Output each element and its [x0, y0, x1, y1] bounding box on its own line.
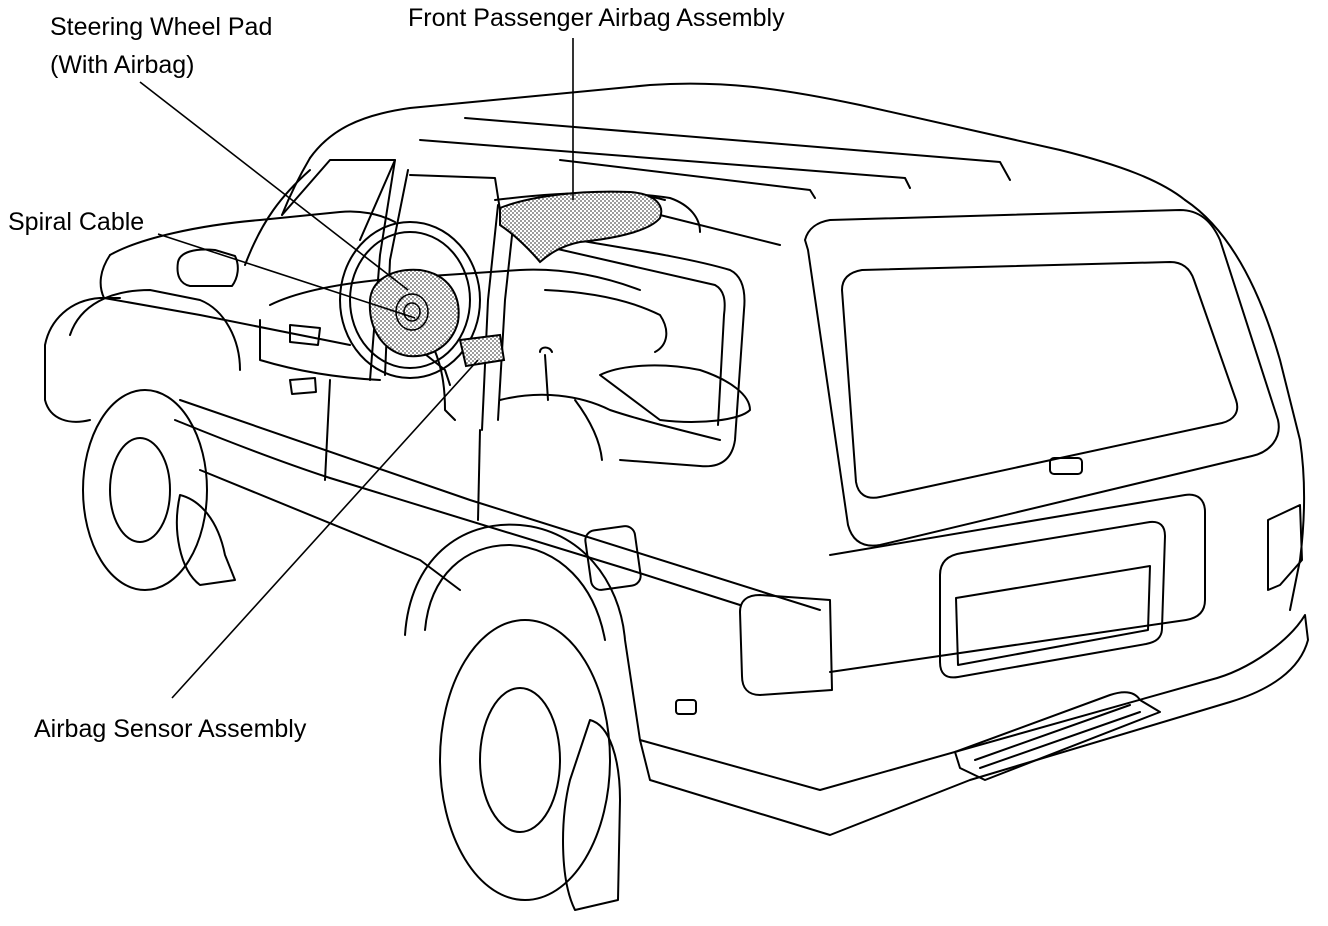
tail-light-right [1267, 504, 1303, 591]
label-airbag-sensor: Airbag Sensor Assembly [34, 715, 307, 743]
label-steering-wheel-pad: Steering Wheel Pad [50, 13, 273, 41]
rear-fender-flare [424, 544, 606, 641]
seat [599, 364, 751, 423]
steering-wheel [339, 221, 481, 379]
floor-console [499, 393, 721, 441]
side-marker [675, 699, 697, 715]
rear-wheel [439, 619, 611, 901]
rear-wheel-arch [404, 523, 641, 741]
license-plate-recess [939, 520, 1166, 679]
label-front-passenger-airbag: Front Passenger Airbag Assembly [408, 4, 785, 32]
door-opening-inner [539, 244, 726, 426]
hood [109, 210, 396, 256]
side-molding [174, 419, 741, 606]
front-wheel-rim [109, 437, 171, 543]
steering-wheel-inner [349, 231, 471, 369]
vent [289, 324, 321, 346]
front-fender-flare [44, 297, 121, 423]
rear-window-frame [804, 209, 1280, 547]
side-lower-edge [199, 469, 461, 591]
tailgate-lower [829, 493, 1206, 673]
vent [289, 377, 317, 395]
step-ridge [974, 704, 1131, 761]
steering-wheel-pad-airbag [368, 268, 460, 358]
a-pillar [244, 169, 311, 266]
front-fender [69, 289, 241, 371]
airbag-sensor [458, 333, 506, 368]
steering-column [419, 349, 451, 386]
c-pillar [481, 204, 499, 431]
rear-bumper [639, 614, 1309, 836]
rear-body-side [1184, 199, 1306, 611]
fuel-door [584, 525, 642, 591]
rear-lamp [1049, 457, 1083, 475]
windshield-frame [281, 159, 396, 241]
leader-spiral-cable [157, 233, 416, 319]
license-plate [955, 565, 1151, 666]
roof-rail [419, 139, 911, 189]
roof-rail [464, 117, 1011, 181]
tail-light [739, 594, 833, 696]
roof-rail [639, 209, 781, 246]
leader-airbag-sensor [171, 359, 479, 699]
c-pillar-inner [497, 207, 516, 421]
window-frame [409, 174, 501, 211]
shift-lever [539, 346, 553, 401]
glovebox [544, 289, 668, 353]
rear-mudflap [562, 719, 621, 911]
bumper-step [954, 691, 1161, 781]
door-line-rear [477, 429, 481, 521]
front-wheel [82, 389, 208, 591]
dashboard-face [259, 319, 381, 381]
side-rocker [179, 399, 821, 611]
rear-window-glass [841, 261, 1239, 499]
label-spiral-cable: Spiral Cable [8, 208, 145, 236]
rear-wheel-rim [479, 687, 561, 833]
side-mirror [176, 248, 239, 287]
door-opening [519, 229, 746, 468]
label-steering-wheel-pad-note: (With Airbag) [50, 51, 195, 79]
roof-outline [309, 82, 1186, 201]
front-mudflap [175, 494, 236, 586]
leader-steering-wheel-pad [139, 81, 409, 291]
step-ridge [979, 711, 1141, 769]
front-passenger-airbag [499, 190, 663, 264]
door-line-front [324, 379, 331, 481]
b-pillar [369, 159, 396, 381]
dashboard-top [269, 268, 641, 306]
parking-brake [574, 399, 603, 461]
roof-rail [559, 159, 816, 199]
hood-front [99, 254, 351, 346]
